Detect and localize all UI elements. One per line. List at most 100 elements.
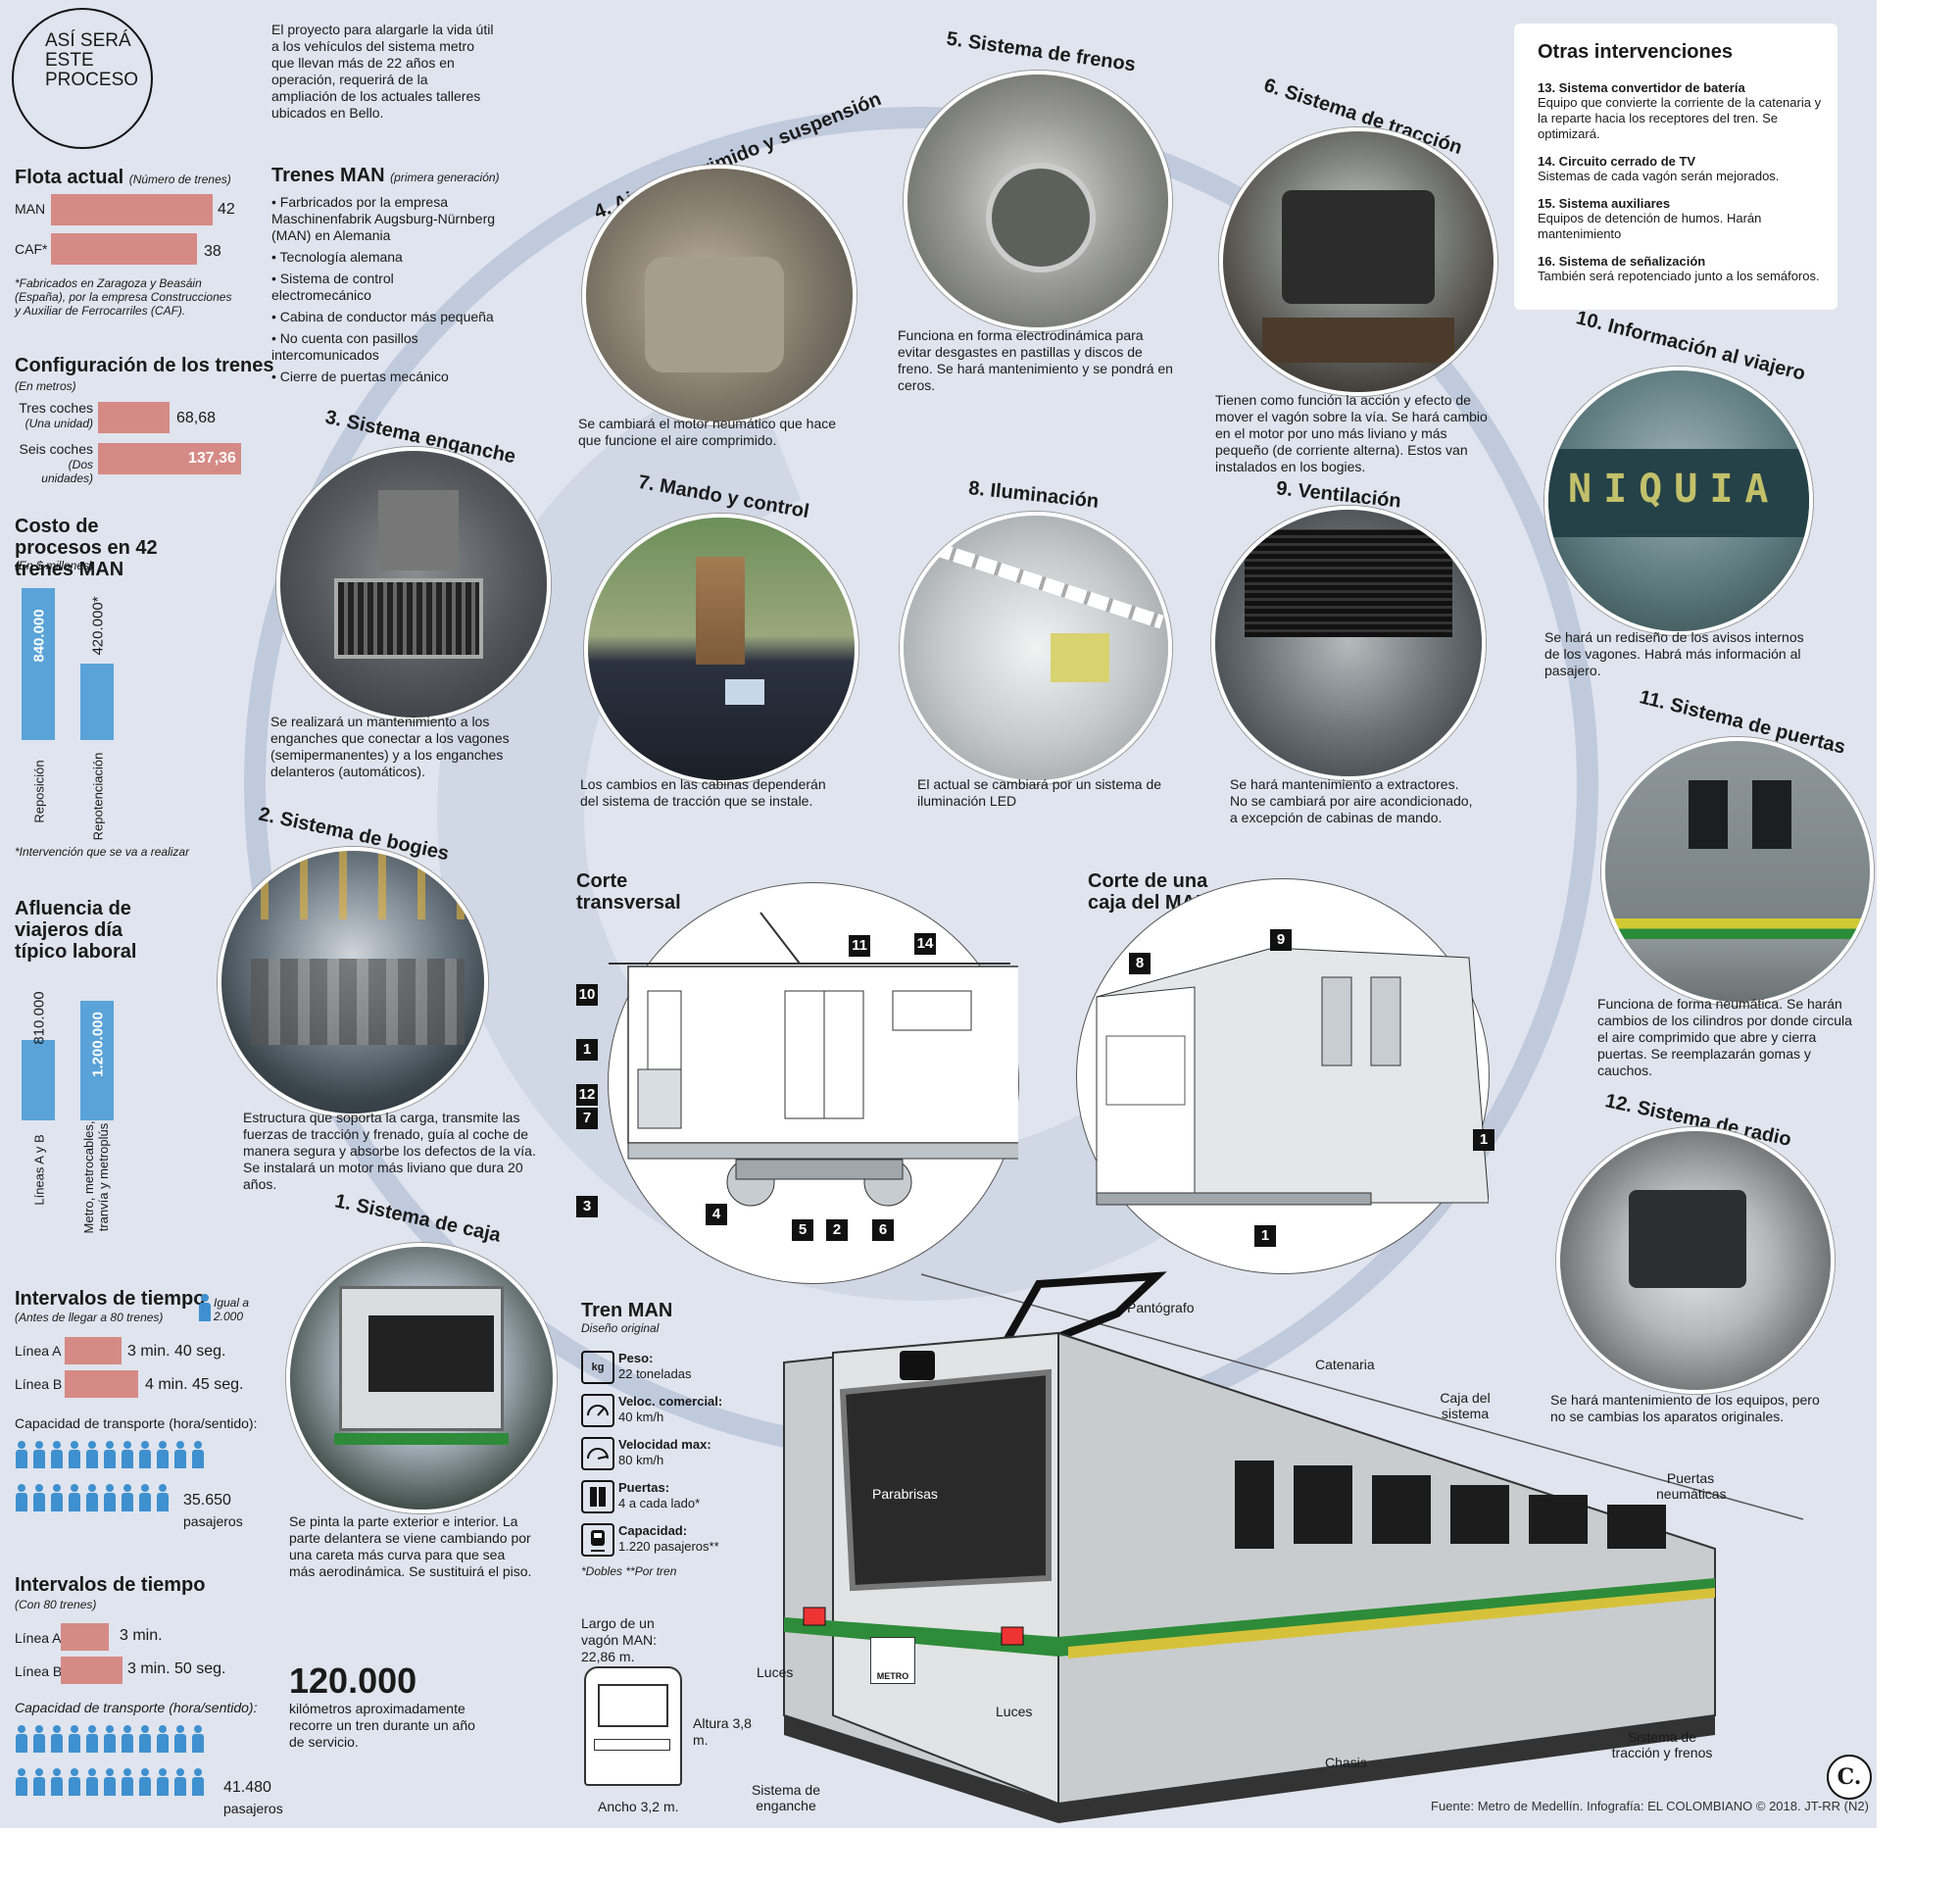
costo-value-repotenciacion: 420.000* — [89, 596, 107, 656]
cross-section-diagram — [608, 882, 1021, 1284]
person-icon — [121, 1441, 134, 1468]
circle-desc-6: Tienen como función la acción y efecto d… — [1215, 392, 1488, 474]
intervalos2-label-b: Línea B — [15, 1663, 63, 1679]
label-chasis: Chasis — [1325, 1755, 1367, 1770]
callout-number: 10 — [576, 984, 598, 1006]
person-icon — [32, 1484, 46, 1511]
circle-desc-3: Se realizará un mantenimiento a los enga… — [270, 714, 510, 779]
circle-desc-10: Se hará un rediseño de los avisos intern… — [1544, 629, 1804, 678]
km-value: 120.000 — [289, 1660, 417, 1701]
config-bar-three — [98, 402, 170, 433]
person-icon — [85, 1725, 99, 1753]
intervalos1-label-b: Línea B — [15, 1376, 63, 1392]
person-icon — [32, 1441, 46, 1468]
headlight-icon — [900, 1351, 935, 1380]
list-item: 13. Sistema convertidor de batería Equip… — [1538, 80, 1822, 141]
intervalos1-capacity-unit: pasajeros — [183, 1513, 243, 1529]
person-icon — [103, 1484, 117, 1511]
person-icon — [50, 1725, 64, 1753]
config-label-three: Tres coches (Una unidad) — [19, 400, 93, 430]
person-icon — [156, 1725, 170, 1753]
label-enganche: Sistema de enganche — [751, 1782, 821, 1813]
callout-number: 1 — [576, 1039, 598, 1061]
otras-list: 13. Sistema convertidor de batería Equip… — [1538, 80, 1832, 284]
flota-value-man: 42 — [218, 201, 235, 218]
otras-title: Otras intervenciones — [1538, 41, 1733, 63]
photo-brakes — [904, 71, 1172, 331]
afluencia-bar-metro — [80, 1001, 114, 1120]
circle-desc-11: Funciona de forma neumática. Se harán ca… — [1597, 996, 1852, 1078]
flota-label-man: MAN — [15, 201, 46, 217]
callout-number: 8 — [1129, 953, 1151, 974]
person-icon — [156, 1484, 170, 1511]
photo-bogies — [218, 847, 488, 1117]
list-item: 15. Sistema auxiliares Equipos de detenc… — [1538, 196, 1762, 241]
person-icon — [32, 1768, 46, 1796]
person-icon — [138, 1725, 152, 1753]
afluencia-value-lineas: 810.000 — [30, 991, 48, 1045]
circle-desc-5: Funciona en forma electrodinámica para e… — [898, 327, 1173, 393]
callout-number: 6 — [872, 1219, 894, 1241]
brand-logo: C. — [1827, 1755, 1872, 1800]
tren-man-subtitle: Diseño original — [581, 1321, 660, 1335]
otras-box: Otras intervenciones 13. Sistema convert… — [1514, 24, 1838, 310]
flota-value-caf: 38 — [204, 243, 221, 260]
label-luces-left: Luces — [757, 1664, 794, 1680]
person-icon — [121, 1768, 134, 1796]
flota-title: Flota actual (Número de trenes) — [15, 167, 231, 188]
corte-transversal-title: Corte transversal — [576, 870, 681, 914]
costo-value-reposicion: 840.000 — [30, 609, 48, 663]
afluencia-label-lineas: Líneas A y B — [31, 1134, 47, 1206]
train-illustration — [783, 1271, 1804, 1823]
intervalos2-capacity: 41.480 — [223, 1779, 271, 1796]
intervalos2-title: Intervalos de tiempo — [15, 1574, 206, 1596]
photo-compressor — [582, 165, 857, 425]
intervalos2-value-b: 3 min. 50 seg. — [127, 1660, 226, 1677]
spec-row: Puertas: 4 a cada lado* — [581, 1480, 762, 1523]
intervalos1-subtitle: (Antes de llegar a 80 trenes) — [15, 1311, 164, 1324]
config-value-six: 137,36 — [188, 450, 236, 467]
circle-desc-1: Se pinta la parte exterior e interior. L… — [289, 1513, 532, 1579]
person-icon — [173, 1725, 187, 1753]
callout-number: 2 — [826, 1219, 848, 1241]
person-icon — [85, 1441, 99, 1468]
config-value-three: 68,68 — [176, 410, 217, 426]
afluencia-title: Afluencia de viajeros día típico laboral — [15, 898, 137, 963]
person-icon — [121, 1484, 134, 1511]
car-section-drawing — [1096, 947, 1490, 1206]
list-item: • Cabina de conductor más pequeña — [271, 309, 494, 324]
flota-label-caf: CAF* — [15, 241, 48, 257]
intro-badge-text: ASÍ SERÁ ESTE PROCESO — [45, 30, 139, 90]
intervalos2-label-a: Línea A — [15, 1630, 62, 1646]
intervalos2-subtitle: (Con 80 trenes) — [15, 1598, 97, 1611]
intervalos2-bar-b — [61, 1657, 122, 1684]
altura-text: Altura 3,8 m. — [693, 1715, 752, 1748]
circle-desc-12: Se hará mantenimiento de los equipos, pe… — [1550, 1392, 1820, 1424]
person-icon — [103, 1725, 117, 1753]
person-icon — [50, 1484, 64, 1511]
list-item: • No cuenta con pasillos intercomunicado… — [271, 330, 418, 363]
photo-radio — [1556, 1127, 1835, 1394]
circle-desc-4: Se cambiará el motor neumático que hace … — [578, 416, 837, 448]
afluencia-bar-lineas — [22, 1040, 55, 1120]
config-title: Configuración de los trenes — [15, 355, 274, 376]
train-icon — [581, 1523, 614, 1557]
person-icon — [15, 1768, 28, 1796]
costo-title: Costo de procesos en 42 trenes MAN — [15, 516, 158, 580]
intervalos1-value-b: 4 min. 45 seg. — [145, 1376, 244, 1393]
intro-text: El proyecto para alargarle la vida útil … — [271, 22, 494, 121]
tren-man-note: *Dobles **Por tren — [581, 1564, 677, 1578]
intervalos1-bar-b — [65, 1370, 138, 1398]
callout-number: 4 — [706, 1204, 727, 1225]
person-icon — [191, 1441, 205, 1468]
person-icon — [191, 1725, 205, 1753]
person-icon — [138, 1768, 152, 1796]
person-icon — [50, 1768, 64, 1796]
intervalos1-value-a: 3 min. 40 seg. — [127, 1343, 226, 1360]
costo-note: *Intervención que se va a realizar — [15, 845, 190, 859]
circle-desc-7: Los cambios en las cabinas dependerán de… — [580, 776, 826, 809]
door-icon — [581, 1480, 614, 1513]
circle-desc-9: Se hará mantenimiento a extractores. No … — [1230, 776, 1473, 825]
intervalos1-label-a: Línea A — [15, 1343, 62, 1359]
train-front-outline-icon — [584, 1666, 682, 1786]
